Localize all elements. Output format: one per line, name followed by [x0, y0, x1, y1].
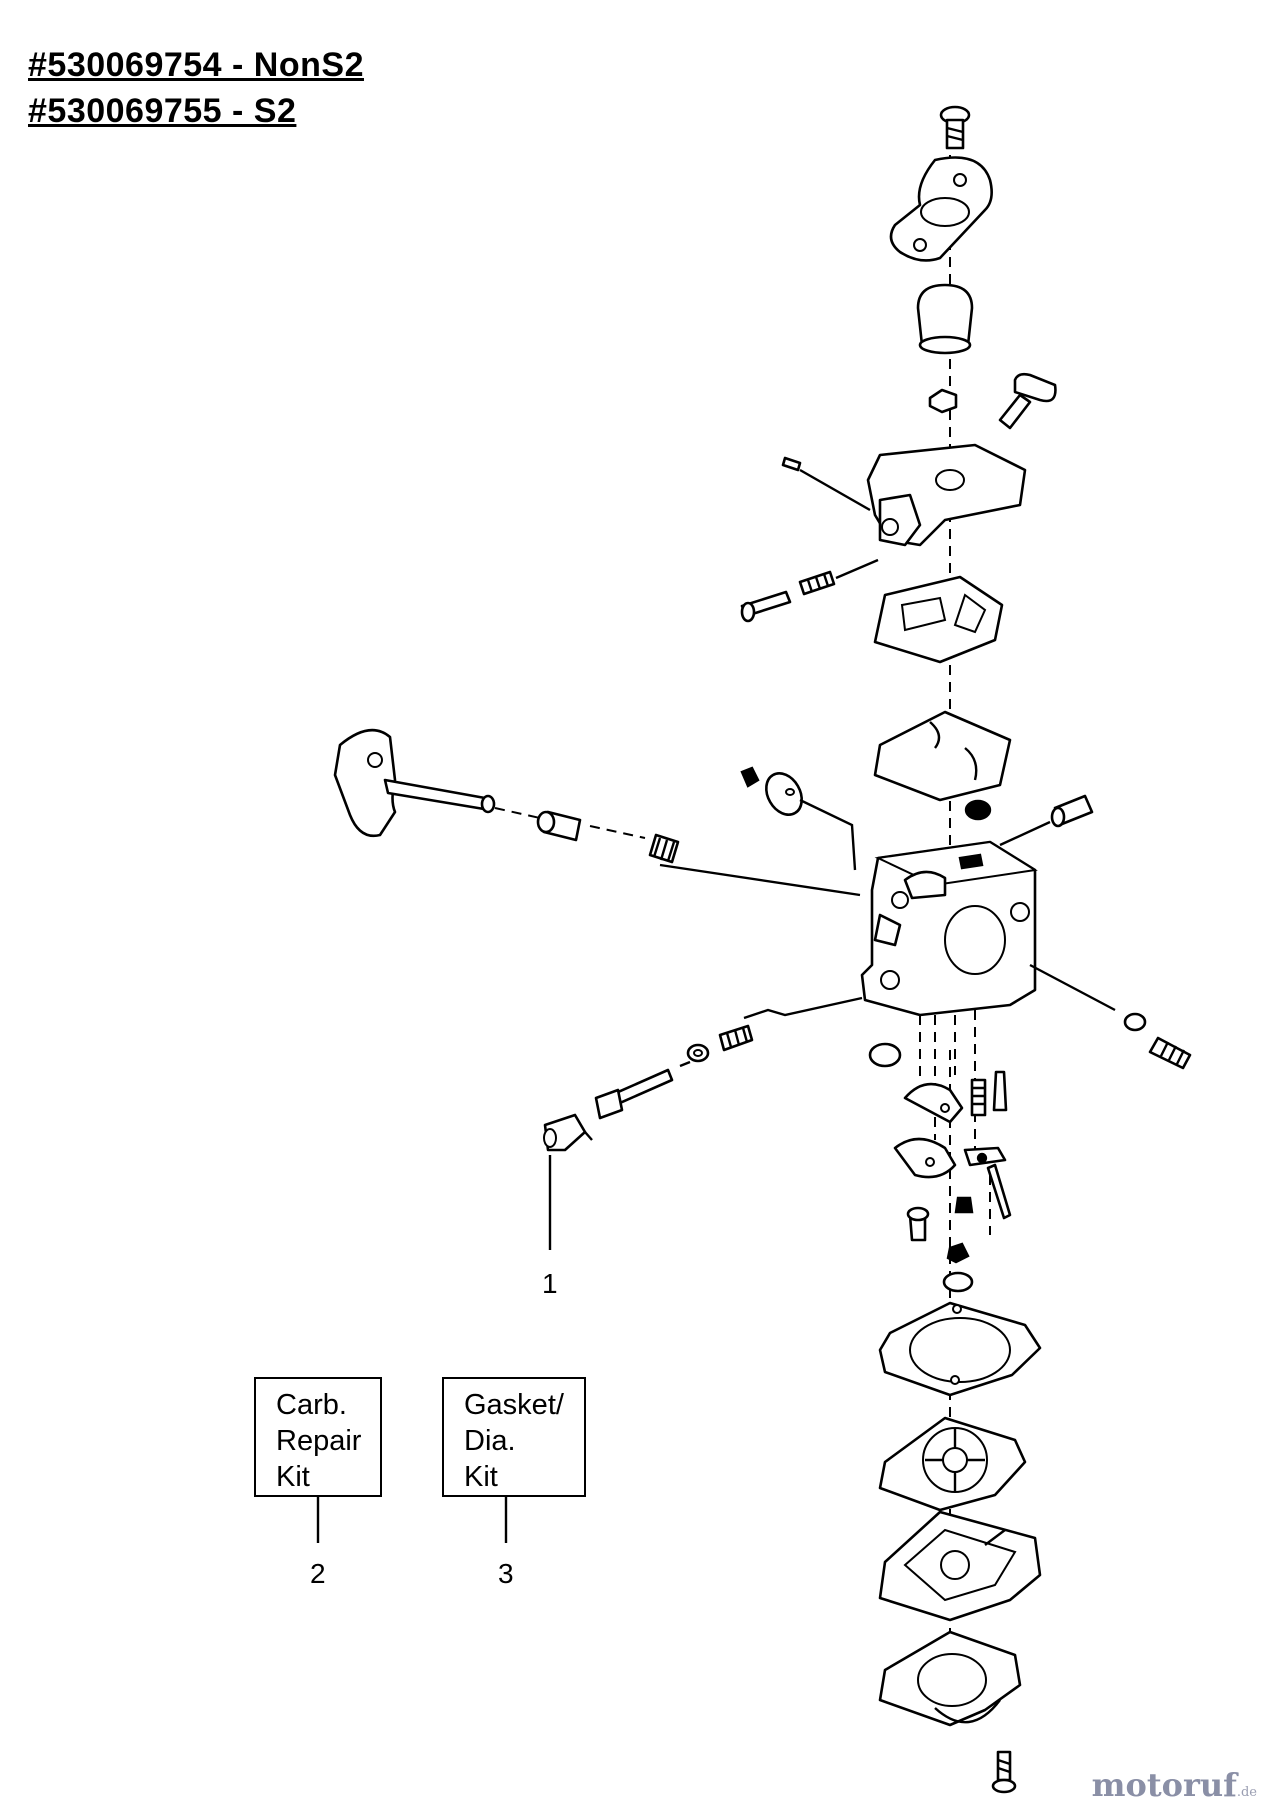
metering-spring — [970, 1078, 987, 1117]
leader-line — [1029, 963, 1116, 1012]
metering-screw-center — [954, 1196, 974, 1214]
small-seal — [946, 1242, 970, 1264]
primer-cover-plate — [889, 156, 993, 262]
choke-bushing — [1050, 794, 1094, 828]
callout-2-label: 2 — [310, 1558, 326, 1589]
needle-spring — [718, 1024, 754, 1052]
metering-disc — [893, 1137, 957, 1179]
leader-line — [659, 863, 861, 897]
leader-line — [999, 820, 1051, 847]
carburetor-body — [860, 840, 1038, 1017]
choke-plate — [765, 772, 803, 816]
idle-speed-screw — [1148, 1036, 1192, 1070]
metering-screw-left — [906, 1206, 930, 1242]
callout-1-label: 1 — [542, 1268, 558, 1299]
leader-line — [799, 468, 871, 512]
metering-lever-plate — [903, 1082, 964, 1124]
metering-gasket — [878, 1301, 1042, 1397]
motoruf-watermark: motoruf.de — [1092, 1766, 1257, 1804]
watermark-suffix: .de — [1236, 1785, 1257, 1800]
needle-washer — [686, 1043, 710, 1063]
cover-screw — [991, 1750, 1017, 1794]
throttle-spring — [648, 833, 680, 864]
o-ring — [942, 1271, 974, 1293]
gasket-dia-kit-box: Gasket/ Dia. Kit — [442, 1377, 586, 1497]
check-valve — [928, 388, 958, 414]
watermark-brand: motoruf — [1091, 1766, 1237, 1804]
leader-line — [835, 558, 879, 580]
idle-speed-spring — [1123, 1012, 1147, 1032]
fuel-pump-screw — [740, 590, 792, 623]
kit-label-line: Carb. — [276, 1389, 347, 1421]
throttle-shaft-lever — [333, 728, 496, 838]
kit-label-line: Dia. — [464, 1425, 516, 1457]
kit-label-line: Kit — [276, 1461, 310, 1493]
callout-3-label: 3 — [498, 1558, 514, 1589]
leader-line — [799, 798, 857, 871]
metering-axis — [919, 1010, 976, 1150]
model-number-s2: #530069755 - S2 — [28, 92, 297, 130]
metering-lever — [963, 1146, 1012, 1220]
pump-housing — [866, 443, 1027, 547]
small-pin — [781, 456, 802, 472]
pump-diaphragm — [873, 710, 1012, 802]
limiter-cap — [543, 1113, 593, 1152]
metering-diaphragm — [878, 1416, 1027, 1512]
throttle-bushing — [536, 810, 582, 842]
metering-cover — [878, 1510, 1042, 1622]
welch-plug — [964, 799, 992, 821]
choke-screw — [740, 766, 760, 788]
model-number-nons2: #530069754 - NonS2 — [28, 46, 364, 84]
kit-label-line: Repair — [276, 1425, 362, 1457]
fuel-pump-spring — [798, 570, 836, 596]
kit-label-line: Kit — [464, 1461, 498, 1493]
mixture-needle — [594, 1060, 691, 1120]
elbow-fitting — [998, 372, 1057, 430]
top-screw — [939, 105, 971, 150]
leader-line — [743, 996, 863, 1020]
carb-repair-kit-box: Carb. Repair Kit — [254, 1377, 382, 1497]
lower-welch-plug — [868, 1042, 902, 1068]
bottom-cover — [878, 1630, 1022, 1727]
inlet-needle — [992, 1070, 1008, 1112]
throttle-axis — [494, 807, 646, 839]
kit-label-line: Gasket/ — [464, 1389, 564, 1421]
primer-bulb — [916, 283, 974, 355]
pump-gasket — [873, 575, 1004, 664]
